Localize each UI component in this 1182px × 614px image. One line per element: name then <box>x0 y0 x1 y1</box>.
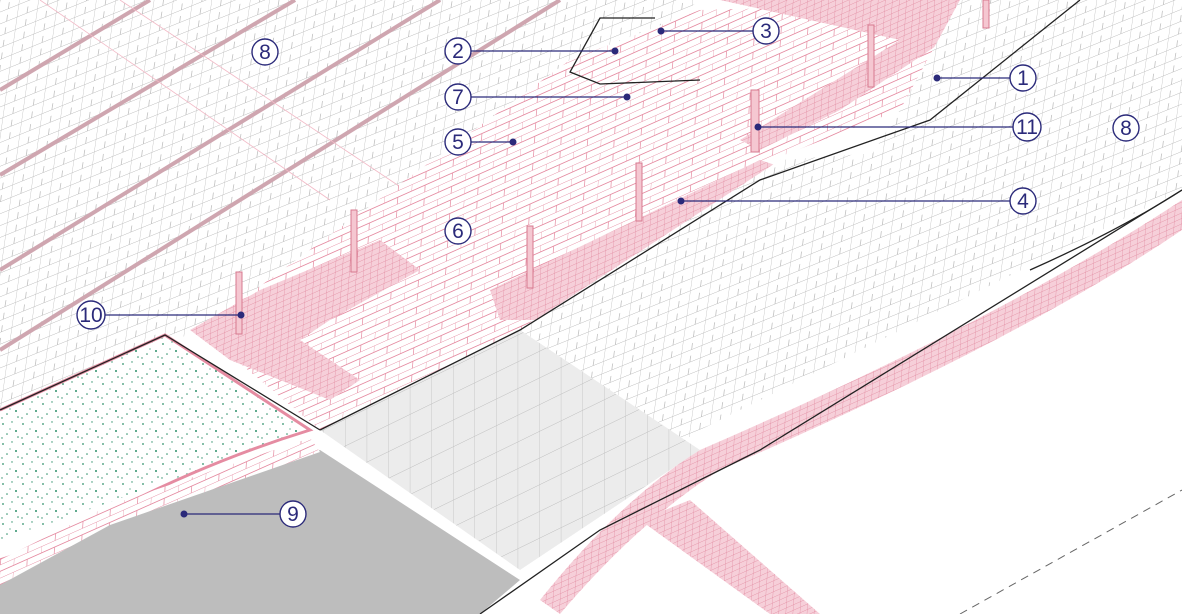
callout-11: 11 <box>1012 112 1042 142</box>
tiled-zone <box>320 330 700 570</box>
callout-1-label: 1 <box>1017 67 1029 90</box>
callout-9: 9 <box>279 500 307 528</box>
callout-8-right: 8 <box>1112 114 1140 142</box>
callout-3: 3 <box>752 17 780 45</box>
open-area <box>690 330 1182 614</box>
callout-6: 6 <box>444 217 472 245</box>
callout-3-label: 3 <box>760 20 772 43</box>
kerb-band-right <box>540 200 1182 614</box>
callout-2: 2 <box>444 37 472 65</box>
callout-8-right-label: 8 <box>1120 117 1132 140</box>
dashed-line <box>959 489 1182 614</box>
callout-9-label: 9 <box>287 503 299 526</box>
callout-10-label: 10 <box>79 304 102 327</box>
planting-bed <box>0 335 310 540</box>
callout-7-label: 7 <box>452 86 464 109</box>
callout-5: 5 <box>444 128 472 156</box>
callout-6-label: 6 <box>452 220 464 243</box>
callout-5-label: 5 <box>452 131 464 154</box>
paver-band-left <box>190 240 420 400</box>
callout-8-left-label: 8 <box>259 41 271 64</box>
paver-band-upper <box>720 0 990 150</box>
callout-7: 7 <box>444 83 472 111</box>
asphalt-road <box>0 450 520 614</box>
callout-11-label: 11 <box>1016 116 1038 139</box>
callout-1: 1 <box>1009 64 1037 92</box>
paver-band-mid <box>490 160 790 320</box>
callout-4-label: 4 <box>1017 190 1029 213</box>
callouts <box>104 30 1013 515</box>
callout-8-left: 8 <box>251 38 279 66</box>
crossing-band <box>640 500 820 614</box>
callout-4: 4 <box>1009 187 1037 215</box>
callout-2-label: 2 <box>452 40 464 63</box>
callout-10: 10 <box>76 300 106 330</box>
bollards <box>235 0 990 335</box>
